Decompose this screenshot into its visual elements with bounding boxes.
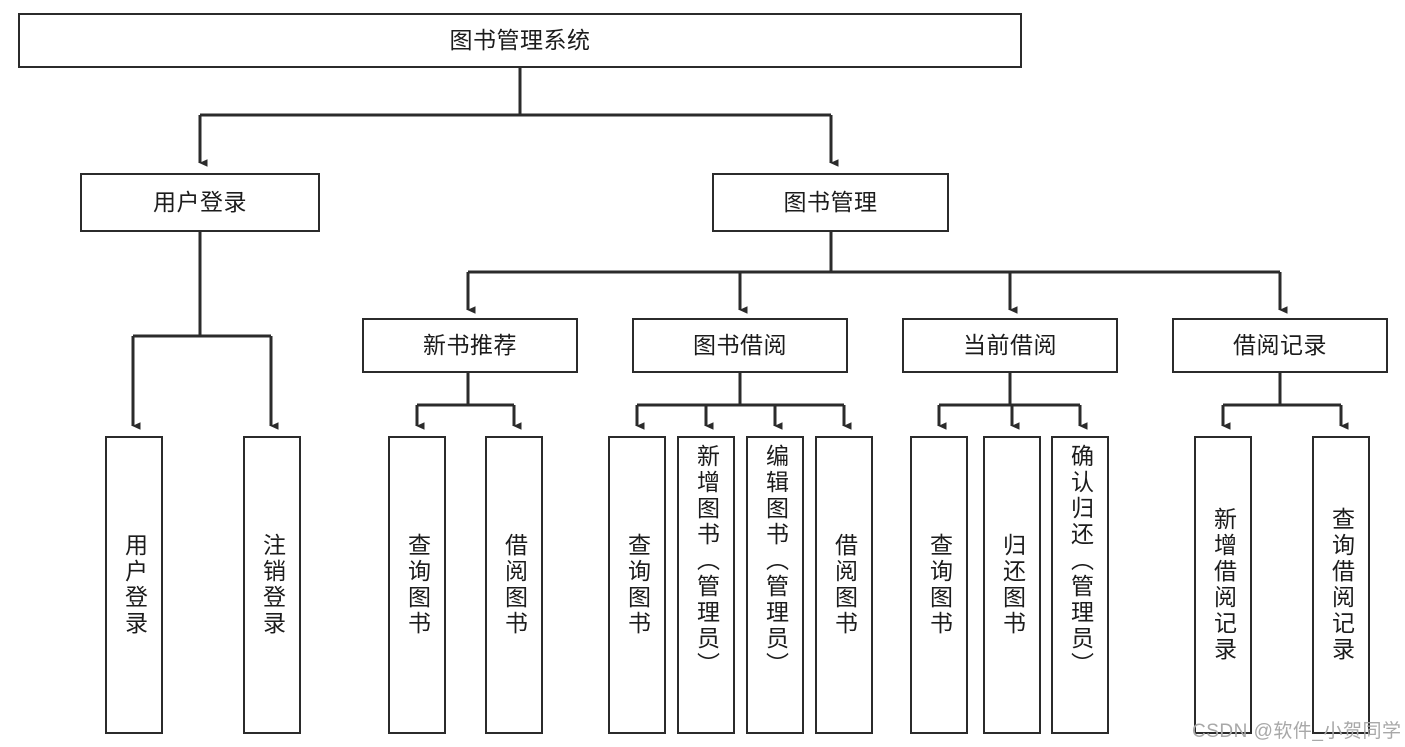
node-borrow-record-label: 借阅记录 — [1233, 331, 1327, 358]
node-leaf-edit-book-admin[interactable]: 编辑图书（管理员） — [746, 436, 804, 734]
node-leaf-borrow-book-borrow-label: 借阅图书 — [831, 533, 858, 637]
node-root-system-label: 图书管理系统 — [449, 26, 591, 53]
node-leaf-return-book[interactable]: 归还图书 — [983, 436, 1041, 734]
node-book-borrow-label: 图书借阅 — [693, 331, 787, 358]
leaf-content: 查询图书 — [390, 438, 444, 732]
node-leaf-return-book-label: 归还图书 — [999, 533, 1026, 637]
node-root-system[interactable]: 图书管理系统 — [18, 13, 1022, 68]
node-current-borrow-label: 当前借阅 — [963, 331, 1057, 358]
node-leaf-query-book-current-label: 查询图书 — [926, 533, 953, 637]
leaf-content: 查询借阅记录 — [1314, 438, 1368, 732]
node-leaf-user-login[interactable]: 用户登录 — [105, 436, 163, 734]
leaf-content: 新增借阅记录 — [1196, 438, 1250, 732]
node-borrow-record[interactable]: 借阅记录 — [1172, 318, 1388, 373]
node-new-book-recommend-label: 新书推荐 — [423, 331, 517, 358]
node-user-login-label: 用户登录 — [153, 188, 247, 215]
leaf-content: 查询图书 — [610, 438, 664, 732]
leaf-content: 借阅图书 — [817, 438, 871, 732]
node-leaf-query-book-rec[interactable]: 查询图书 — [388, 436, 446, 734]
node-book-borrow[interactable]: 图书借阅 — [632, 318, 848, 373]
node-new-book-recommend[interactable]: 新书推荐 — [362, 318, 578, 373]
node-leaf-borrow-book-rec[interactable]: 借阅图书 — [485, 436, 543, 734]
node-leaf-borrow-book-borrow[interactable]: 借阅图书 — [815, 436, 873, 734]
node-leaf-confirm-return-admin-label: 确认归还（管理员） — [1067, 444, 1094, 678]
node-leaf-query-book-borrow-label: 查询图书 — [624, 533, 651, 637]
node-leaf-add-borrow-record-label: 新增借阅记录 — [1210, 507, 1237, 663]
node-book-management-label: 图书管理 — [783, 188, 878, 215]
node-leaf-add-book-admin[interactable]: 新增图书（管理员） — [677, 436, 735, 734]
leaf-content: 注销登录 — [245, 438, 299, 732]
node-leaf-confirm-return-admin[interactable]: 确认归还（管理员） — [1051, 436, 1109, 734]
leaf-content: 新增图书（管理员） — [679, 438, 733, 738]
node-leaf-logout-label: 注销登录 — [259, 533, 286, 637]
csdn-watermark: CSDN @软件_小贺同学 — [1192, 721, 1402, 742]
leaf-content: 编辑图书（管理员） — [748, 438, 802, 738]
leaf-content: 归还图书 — [985, 438, 1039, 732]
node-user-login[interactable]: 用户登录 — [80, 173, 320, 232]
leaf-content: 借阅图书 — [487, 438, 541, 732]
node-leaf-query-book-rec-label: 查询图书 — [404, 533, 431, 637]
node-leaf-query-borrow-record[interactable]: 查询借阅记录 — [1312, 436, 1370, 734]
node-leaf-logout[interactable]: 注销登录 — [243, 436, 301, 734]
node-leaf-query-borrow-record-label: 查询借阅记录 — [1328, 507, 1355, 663]
leaf-content: 查询图书 — [912, 438, 966, 732]
node-leaf-user-login-label: 用户登录 — [121, 533, 148, 637]
node-book-management[interactable]: 图书管理 — [712, 173, 949, 232]
leaf-content: 确认归还（管理员） — [1053, 438, 1107, 738]
node-leaf-query-book-borrow[interactable]: 查询图书 — [608, 436, 666, 734]
node-leaf-add-borrow-record[interactable]: 新增借阅记录 — [1194, 436, 1252, 734]
node-leaf-add-book-admin-label: 新增图书（管理员） — [693, 444, 720, 678]
node-leaf-edit-book-admin-label: 编辑图书（管理员） — [762, 444, 789, 678]
node-current-borrow[interactable]: 当前借阅 — [902, 318, 1118, 373]
leaf-content: 用户登录 — [107, 438, 161, 732]
node-leaf-borrow-book-rec-label: 借阅图书 — [501, 533, 528, 637]
node-leaf-query-book-current[interactable]: 查询图书 — [910, 436, 968, 734]
